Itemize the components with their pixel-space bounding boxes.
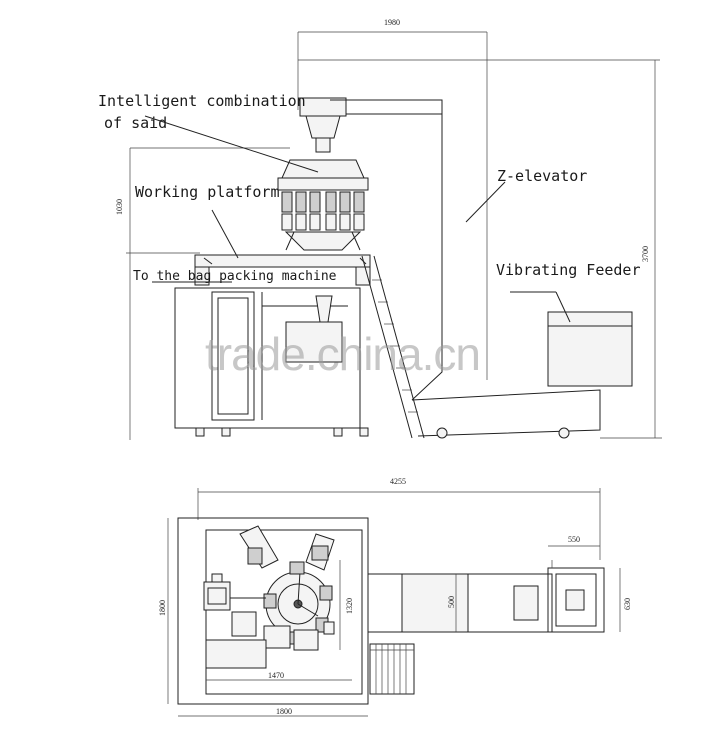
weigher-plan (239, 525, 335, 651)
bag-machine-plan (203, 573, 335, 669)
z-elevator (330, 99, 601, 439)
combination-weigher (277, 97, 369, 251)
dimension-left-height: 1030 (115, 147, 290, 440)
weigh-buckets (281, 191, 365, 231)
label-vibrating-feeder: Vibrating Feeder (496, 261, 641, 279)
access-ladder (361, 255, 425, 439)
dimension-1800-depth: 1800 (158, 600, 167, 616)
dimension-1470: 1470 (268, 671, 284, 680)
dimension-right-height: 3700 (298, 59, 662, 439)
dimension-4255: 4255 (390, 477, 406, 486)
watermark: trade.china.cn (205, 328, 480, 380)
label-combination-line1: Intelligent combination (98, 92, 306, 110)
dimension-3700: 3700 (641, 246, 650, 262)
working-platform (194, 254, 371, 286)
dimension-top-width: 1980 (297, 18, 488, 380)
vibrating-feeder (547, 311, 633, 387)
feeder-plan (547, 560, 605, 633)
label-bag-packing: To the bag packing machine (133, 269, 337, 284)
dimension-feeder: 550 630 (548, 535, 632, 632)
dimension-1800-width: 1800 (276, 707, 292, 716)
dimension-500: 500 (447, 596, 456, 608)
plan-view: 4255 550 630 1800 1800 1470 1320 (158, 477, 632, 717)
leader-lines (144, 115, 571, 323)
dimension-1320: 1320 (345, 598, 354, 614)
dimension-1030: 1030 (115, 199, 124, 215)
side-elevation: 1980 3700 1030 (98, 18, 662, 440)
dimension-550: 550 (568, 535, 580, 544)
dimension-630: 630 (623, 598, 632, 610)
label-z-elevator: Z-elevator (497, 167, 587, 185)
conveyor-plan: 500 (367, 573, 553, 633)
label-combination-line2: of said (104, 114, 167, 132)
bag-packing-machine (174, 287, 369, 437)
label-working-platform: Working platform (135, 183, 280, 201)
dimension-overall-width: 4255 (197, 477, 601, 560)
stairs-plan (369, 643, 415, 695)
dimension-1980: 1980 (384, 18, 400, 27)
